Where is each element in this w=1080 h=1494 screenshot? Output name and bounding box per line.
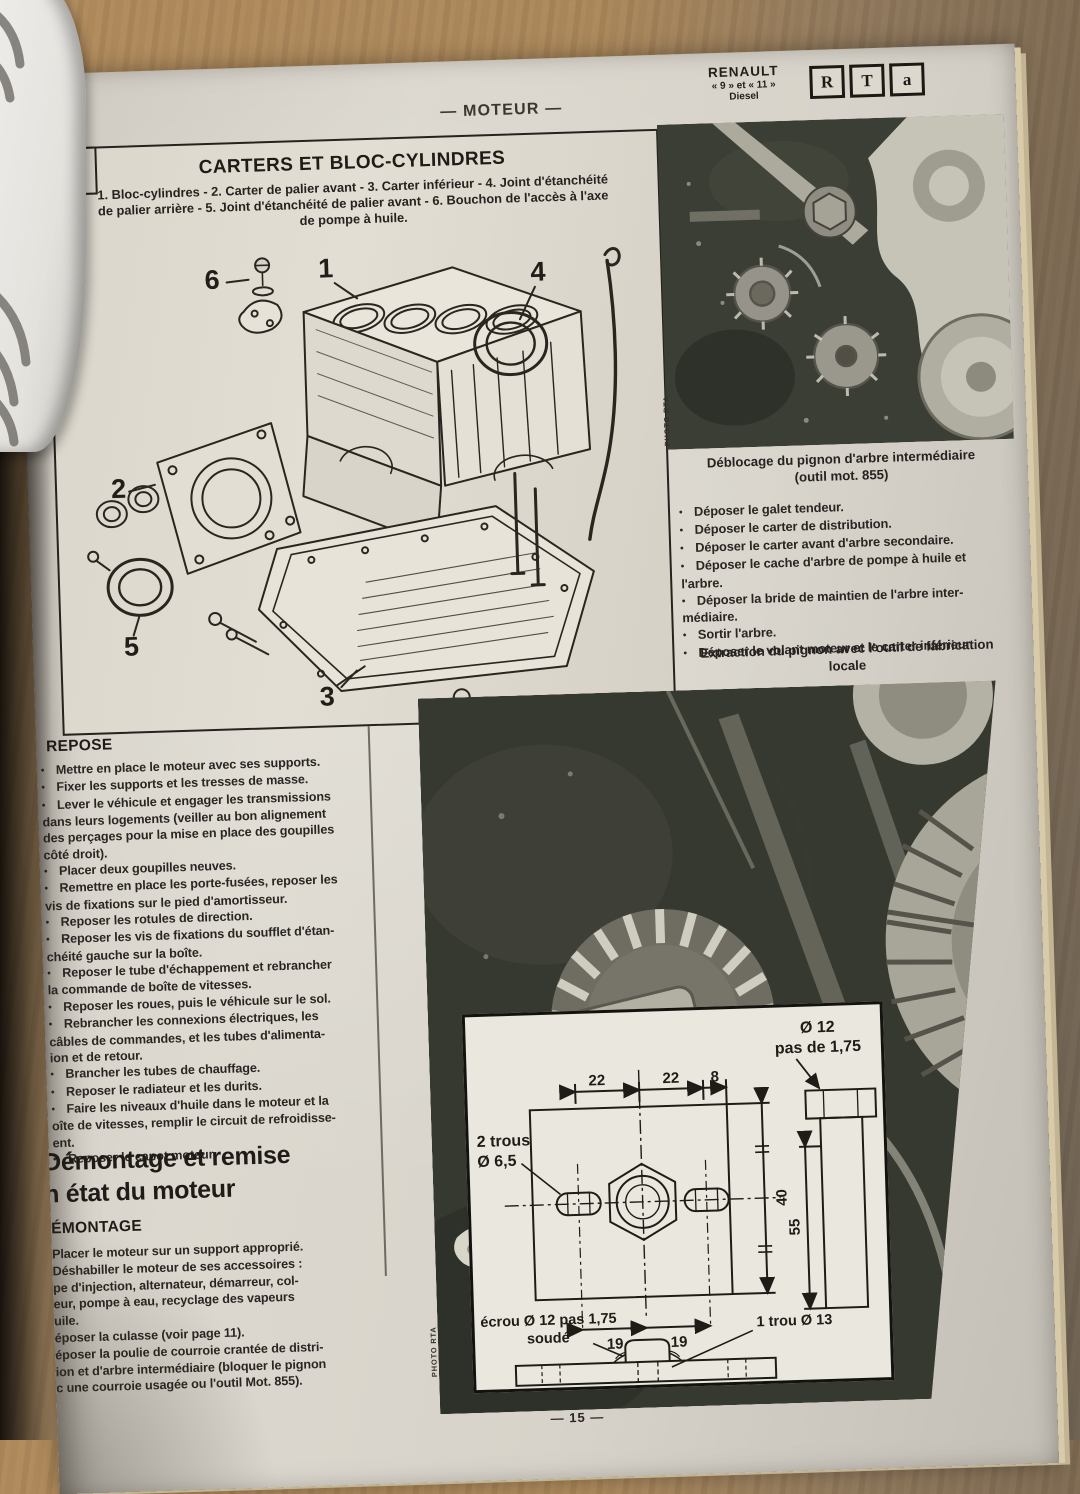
dim-8: 8 (710, 1068, 719, 1085)
engine-exploded-diagram: 1 2 3 4 5 6 (87, 247, 621, 715)
label-hole-diameter: Ø 6,5 (477, 1153, 517, 1171)
dim-40: 40 (773, 1189, 791, 1206)
figure-frame: 6 CARTERS ET BLOC-CYLINDRES 1. Bloc-cyli… (43, 128, 677, 736)
label-nut-welded: soudé (527, 1330, 570, 1347)
bullet-icon: • (681, 595, 686, 607)
callout-2: 2 (111, 474, 127, 504)
bullet-icon: • (678, 507, 683, 519)
photo-credit-text: PHOTO RTA (428, 1326, 440, 1378)
rta-logo: R T a (809, 62, 926, 100)
manual-page: — MOTEUR — RENAULT « 9 » et « 11 » Diese… (15, 43, 1060, 1494)
photo-credit-top: PHOTO RTA (660, 354, 677, 447)
demontage-heading: ÉMONTAGE (50, 1217, 143, 1238)
demontage-list: Placer le moteur sur un support appropri… (52, 1236, 397, 1398)
callout-3: 3 (319, 681, 335, 711)
repose-heading: REPOSE (45, 736, 113, 756)
page-number: — 15 — (550, 1409, 605, 1426)
dim-22-right: 22 (662, 1070, 679, 1088)
drawing-labels: 22 22 8 40 19 19 60 55 Ø 12 pas de 1,75 … (476, 1019, 862, 1430)
label-1-trou: 1 trou Ø 13 (756, 1312, 832, 1330)
section-title: — MOTEUR — (440, 99, 563, 121)
bullet-icon: • (680, 560, 685, 573)
rta-logo-letter: T (849, 63, 886, 98)
curled-page-print-marks (0, 12, 31, 447)
label-nut: écrou Ø 12 pas 1,75 (480, 1311, 617, 1331)
callout-1: 1 (318, 253, 334, 283)
photo-credit-text: PHOTO RTA (661, 395, 672, 447)
dim-55: 55 (786, 1218, 804, 1235)
tool-drawing: 22 22 8 40 19 19 60 55 Ø 12 pas de 1,75 … (476, 1019, 878, 1430)
bullet-icon: • (682, 630, 687, 642)
cylinder-bores (332, 303, 539, 335)
dim-19-left: 19 (607, 1336, 624, 1354)
bullet-icon: • (679, 525, 684, 537)
bullet-icon: • (680, 543, 684, 555)
callout-4: 4 (530, 256, 546, 286)
repose-list: •Mettre en place le moteur avec ses supp… (41, 752, 390, 1169)
figure-callout-numbers: 1 2 3 4 5 6 (111, 253, 546, 712)
curled-page-corner (0, 0, 86, 452)
rta-logo-letter: R (809, 64, 846, 100)
section-heading-line1: Démontage et remise (42, 1140, 291, 1177)
photo-timing-gears-image (656, 113, 1014, 450)
label-bolt-pitch: pas de 1,75 (775, 1038, 862, 1058)
engine-variant: Diesel (729, 90, 759, 103)
label-2-trous: 2 trous (476, 1132, 530, 1151)
label-bolt-diameter: Ø 12 (800, 1019, 835, 1037)
dim-19-right: 19 (671, 1334, 688, 1352)
dim-22-left: 22 (588, 1072, 605, 1090)
section-heading-line2: n état du moteur (43, 1174, 236, 1209)
photo-timing-gears (656, 113, 1014, 450)
callout-5: 5 (124, 631, 140, 661)
bullet-icon: • (51, 1104, 56, 1116)
tool-drawing-inset: 22 22 8 40 19 19 60 55 Ø 12 pas de 1,75 … (461, 1001, 895, 1430)
rta-logo-letter: a (889, 62, 926, 97)
callout-6: 6 (204, 265, 220, 295)
vehicle-model-block: RENAULT « 9 » et « 11 » Diesel (683, 62, 804, 104)
bullet-icon: • (50, 1086, 55, 1098)
bullet-icon: • (50, 1069, 55, 1081)
